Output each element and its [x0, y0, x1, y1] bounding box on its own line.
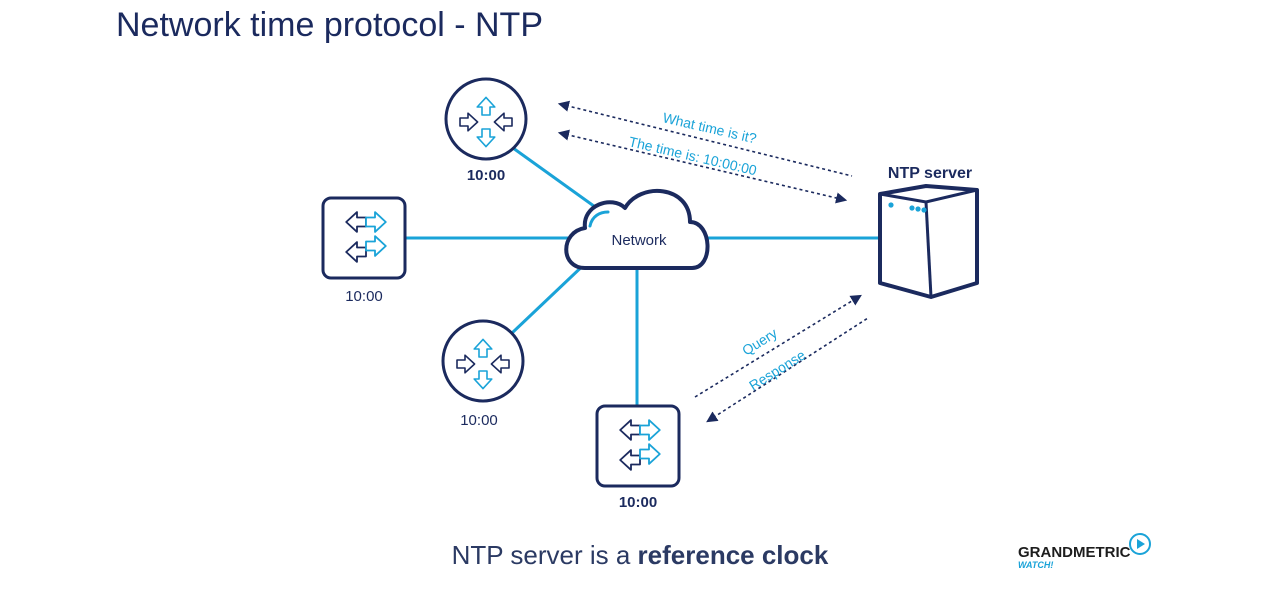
brand-logo: GRANDMETRIC WATCH!: [1016, 532, 1156, 572]
answer-arrow: [557, 129, 848, 204]
server-label: NTP server: [888, 165, 972, 182]
switch-bottom-time: 10:00: [619, 494, 657, 511]
logo-name: GRANDMETRIC: [1018, 544, 1131, 561]
caption: NTP server is a reference clock: [0, 540, 1280, 571]
ntp-server-icon: [878, 184, 979, 299]
question-label: What time is it?: [661, 109, 758, 146]
switch-left-icon: [321, 196, 407, 280]
switch-bottom-icon: [595, 404, 681, 488]
caption-prefix: NTP server is a: [451, 540, 638, 570]
logo-tagline: WATCH!: [1018, 560, 1054, 570]
router-top-icon: [444, 77, 528, 161]
query-arrow: [694, 294, 862, 398]
play-icon: [1129, 533, 1151, 555]
router-top-time: 10:00: [467, 167, 505, 184]
switch-left-time: 10:00: [345, 288, 383, 305]
cloud-label: Network: [611, 232, 667, 249]
caption-emphasis: reference clock: [637, 540, 829, 570]
link-router-bottom: [510, 257, 592, 335]
query-label: Query: [739, 325, 780, 359]
message-arrows-bottom: [694, 294, 869, 423]
link-router-top: [512, 146, 599, 211]
router-bottom-icon: [441, 319, 525, 403]
page-title: Network time protocol - NTP: [116, 6, 543, 44]
network-cloud-icon: [564, 188, 710, 270]
response-arrow: [706, 317, 869, 423]
message-arrows-top: [557, 100, 853, 204]
router-bottom-time: 10:00: [460, 412, 498, 429]
